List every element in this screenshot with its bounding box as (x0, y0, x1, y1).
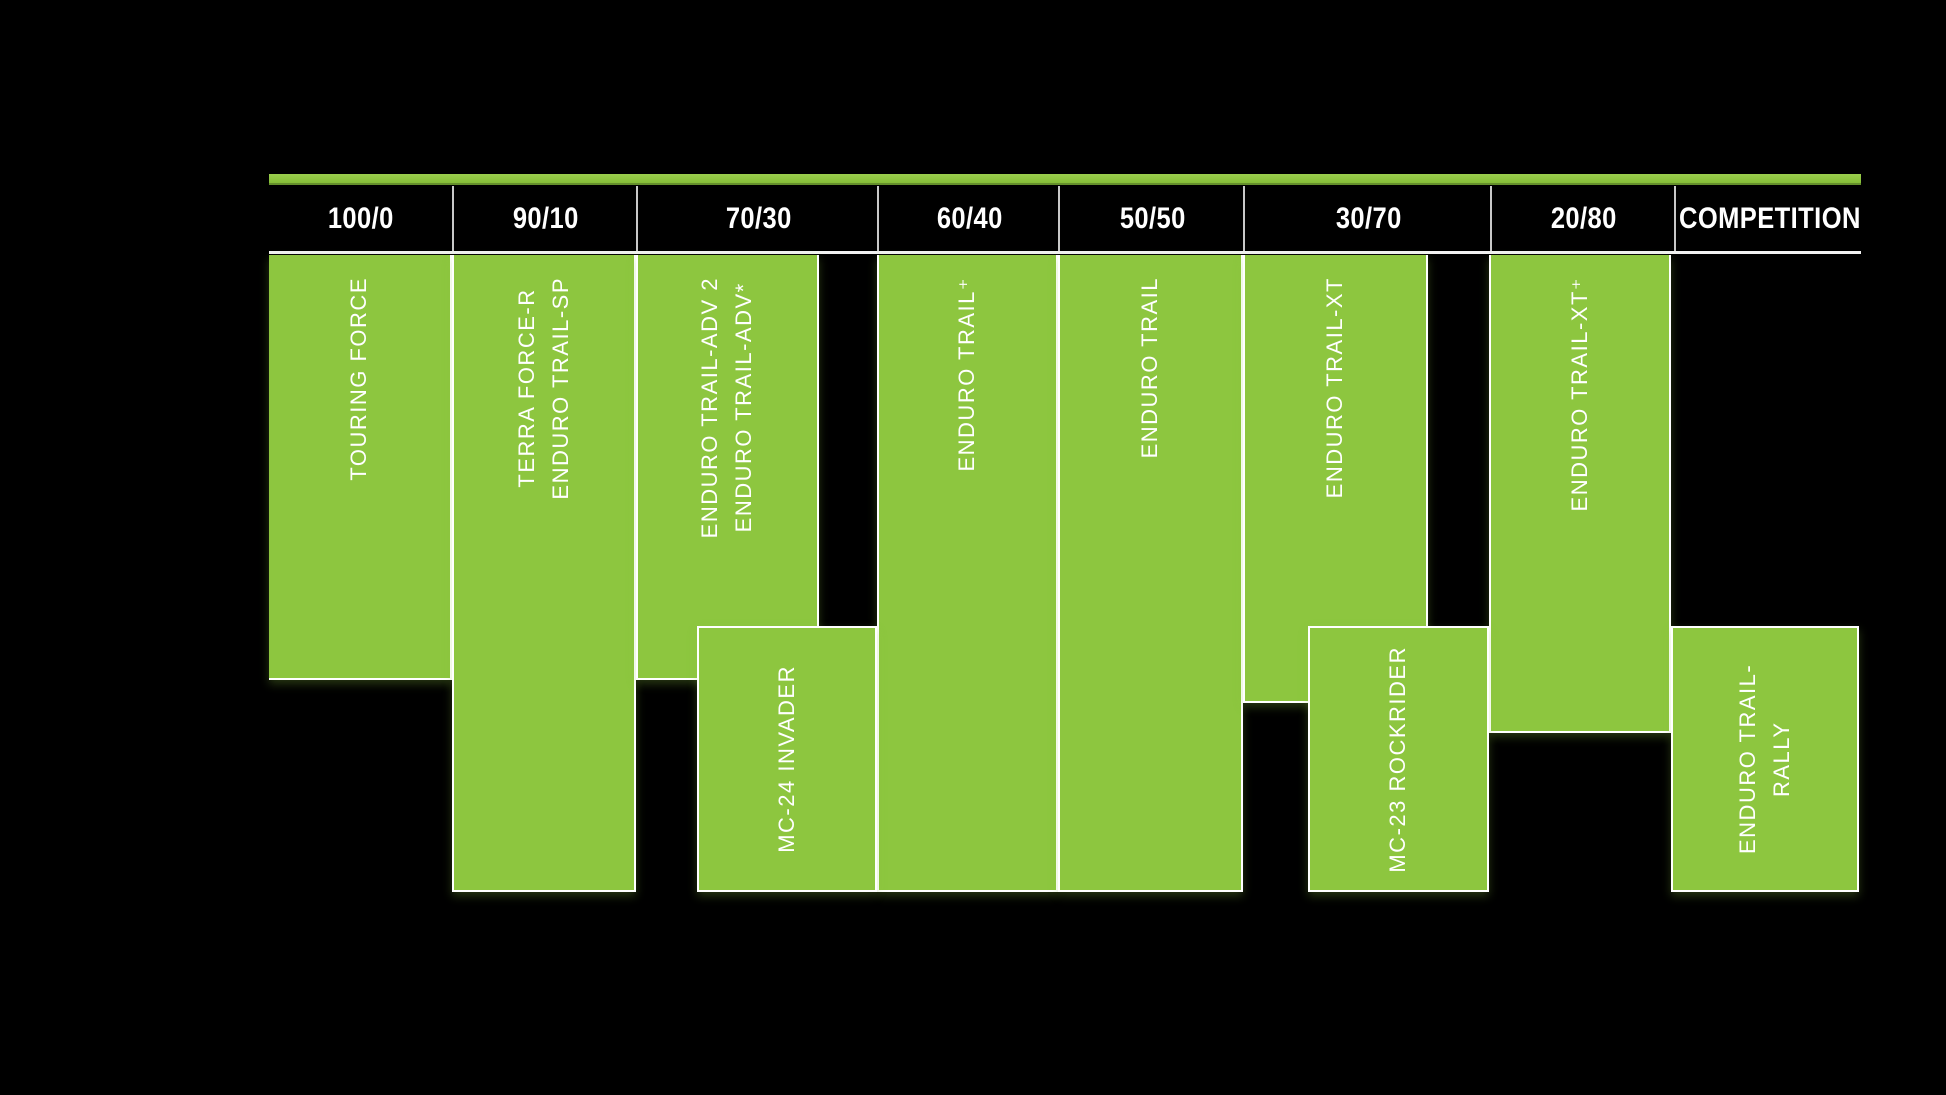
product-label: ENDURO TRAIL-XT⁺ (1566, 277, 1592, 512)
header-cell-90-10: 90/10 (452, 186, 638, 251)
header-cell-20-80: 20/80 (1490, 186, 1676, 251)
product-label: TOURING FORCE (346, 277, 372, 481)
header-cell-70-30: 70/30 (636, 186, 879, 251)
header-label: 20/80 (1551, 201, 1617, 235)
header-label: 30/70 (1335, 201, 1402, 235)
header-cell-30-70: 30/70 (1243, 186, 1492, 251)
header-label: COMPETITION (1678, 201, 1861, 235)
header-cell-competition: COMPETITION (1674, 186, 1863, 251)
product-block-mc-24-invader: MC-24 INVADER (697, 626, 877, 892)
product-block-enduro-trail-xt-plus: ENDURO TRAIL-XT⁺ (1489, 255, 1671, 733)
product-block-touring-force: TOURING FORCE (269, 255, 452, 680)
product-label: TERRA FORCE-R ENDURO TRAIL-SP (513, 277, 573, 500)
product-block-terra-force-r: TERRA FORCE-R ENDURO TRAIL-SP (452, 255, 636, 892)
top-accent-bar (269, 174, 1861, 185)
product-label: ENDURO TRAIL-ADV 2 ENDURO TRAIL-ADV* (697, 277, 757, 539)
product-label: MC-24 INVADER (773, 665, 799, 853)
header-cell-50-50: 50/50 (1058, 186, 1245, 251)
product-label: MC-23 ROCKRIDER (1385, 645, 1411, 873)
header-label: 70/30 (725, 201, 792, 235)
header-label: 60/40 (936, 201, 1003, 235)
product-label: ENDURO TRAIL (1137, 277, 1163, 459)
product-label: ENDURO TRAIL⁺ (954, 277, 980, 472)
header-label: 50/50 (1119, 201, 1186, 235)
header-label: 90/10 (513, 201, 579, 235)
product-label: ENDURO TRAIL-XT (1322, 277, 1348, 499)
header-cell-60-40: 60/40 (877, 186, 1060, 251)
product-block-enduro-trail-adv: ENDURO TRAIL-ADV 2 ENDURO TRAIL-ADV* (636, 255, 819, 680)
header-label: 100/0 (327, 201, 394, 235)
header-cell-100-0: 100/0 (269, 186, 452, 251)
product-block-enduro-trail: ENDURO TRAIL (1058, 255, 1243, 892)
product-block-enduro-trail-rally: ENDURO TRAIL-RALLY (1671, 626, 1859, 892)
product-label: ENDURO TRAIL-RALLY (1734, 663, 1794, 855)
product-block-mc-23-rockrider: MC-23 ROCKRIDER (1308, 626, 1489, 892)
product-block-enduro-trail-plus: ENDURO TRAIL⁺ (877, 255, 1058, 892)
header-underline (269, 251, 1861, 254)
